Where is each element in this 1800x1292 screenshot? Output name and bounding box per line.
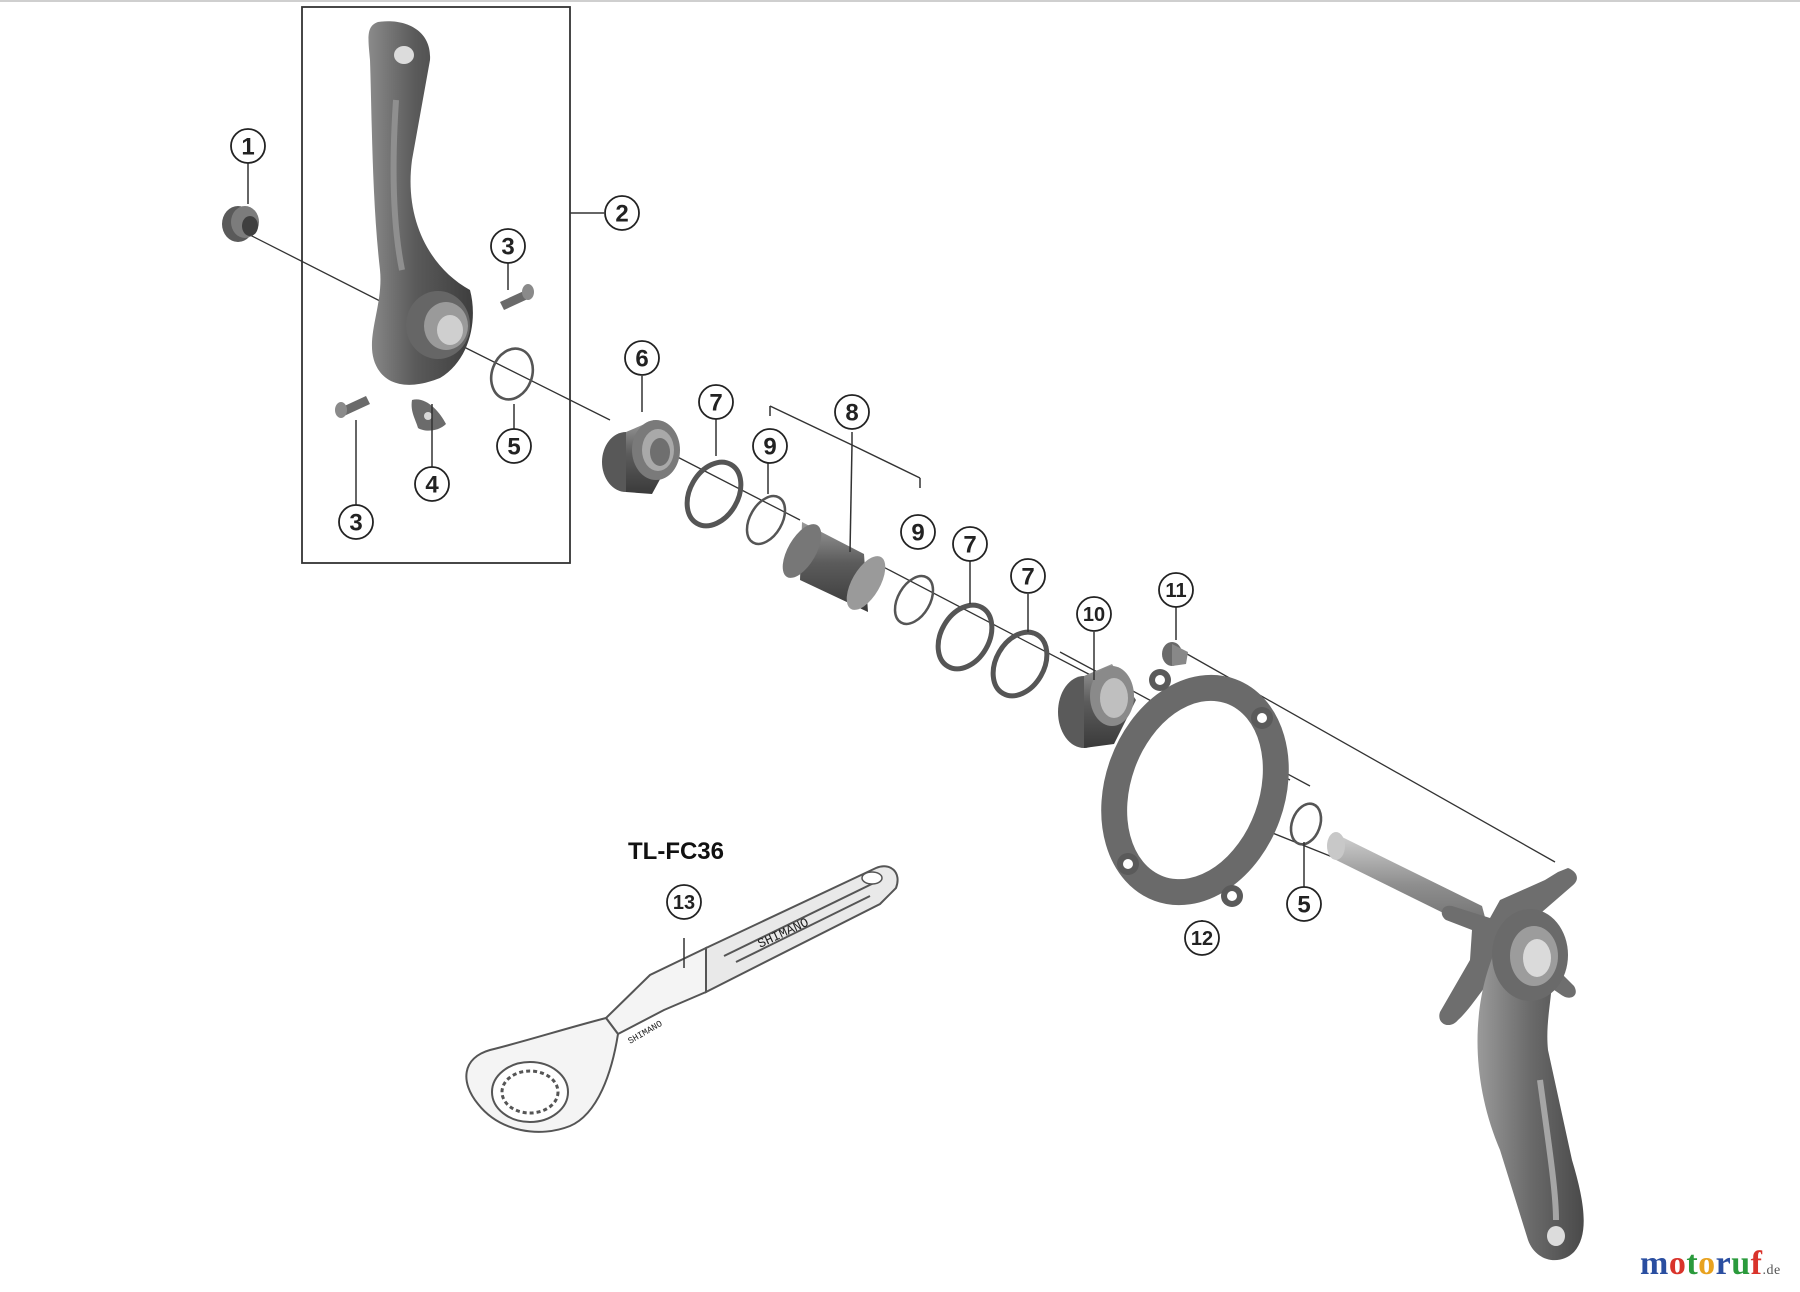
callout-number: 2 [615, 201, 628, 228]
callout-circle [752, 428, 788, 464]
callout-circle [834, 394, 870, 430]
callout-number: 9 [911, 520, 924, 547]
callout-circle [1076, 596, 1112, 632]
callout-c7b: 7 [952, 526, 988, 562]
o-ring-left [489, 347, 535, 401]
callout-c5a: 5 [496, 428, 532, 464]
callout-number: 7 [709, 390, 722, 417]
callout-circle [666, 884, 702, 920]
callout-c6: 6 [624, 340, 660, 376]
chainring [1101, 669, 1289, 907]
callout-number: 5 [1297, 892, 1310, 919]
chainring-bolt [1162, 642, 1188, 666]
right-crank-arm-with-axle [1327, 832, 1584, 1261]
callout-circle [496, 428, 532, 464]
crank-arm-assembly-box [301, 6, 571, 564]
callout-circle [604, 195, 640, 231]
callout-circle [624, 340, 660, 376]
bb-spacer-2 [935, 602, 995, 672]
pinch-bolt-upper [500, 284, 534, 310]
callout-number: 5 [507, 434, 520, 461]
callout-circle [1184, 920, 1220, 956]
callout-c9a: 9 [752, 428, 788, 464]
bb-spacer-1 [684, 459, 744, 529]
callout-c13: 13 [666, 884, 702, 920]
brand-logo[interactable]: motoruf.de [1640, 1245, 1781, 1283]
callout-number: 3 [501, 234, 514, 261]
callout-number: 10 [1083, 604, 1105, 626]
callout-circle [414, 466, 450, 502]
callout-c8: 8 [834, 394, 870, 430]
callout-number: 1 [241, 134, 254, 161]
brand-name: motoruf [1640, 1245, 1763, 1282]
brand-tld: .de [1762, 1263, 1781, 1278]
callout-c10: 10 [1076, 596, 1112, 632]
left-crank-arm [368, 21, 473, 385]
callout-number: 8 [845, 400, 858, 427]
callout-8-bracket [769, 405, 921, 553]
callout-circle [1158, 572, 1194, 608]
callout-c1: 1 [230, 128, 266, 164]
tool-model-label: TL-FC36 [628, 838, 724, 865]
callout-circle [900, 514, 936, 550]
bb-tool-wrench: SHIMANO SHIMANO [465, 865, 899, 1133]
callout-circle [490, 228, 526, 264]
callout-number: 11 [1165, 580, 1186, 602]
callout-c7a: 7 [698, 384, 734, 420]
callout-number: 6 [635, 346, 648, 373]
callout-circle [698, 384, 734, 420]
callout-number: 7 [1021, 564, 1034, 591]
o-ring-right [1289, 802, 1323, 846]
callout-circle [952, 526, 988, 562]
callout-c3b: 3 [338, 504, 374, 540]
callout-c3a: 3 [490, 228, 526, 264]
callout-c11: 11 [1158, 572, 1194, 608]
pinch-bolt-lower [335, 396, 370, 418]
o-ring-9a [745, 494, 787, 546]
left-bb-cup [602, 420, 680, 494]
callout-circle [338, 504, 374, 540]
callout-circle [230, 128, 266, 164]
o-ring-9b [893, 574, 935, 626]
callout-number: 9 [763, 434, 776, 461]
callout-number: 12 [1191, 928, 1213, 950]
callout-circle [1010, 558, 1046, 594]
callout-c12: 12 [1184, 920, 1220, 956]
callout-circle [1286, 886, 1322, 922]
callout-c2: 2 [604, 195, 640, 231]
crank-fixing-bolt [222, 206, 259, 242]
bb-spacer-3 [990, 629, 1050, 699]
callout-number: 7 [963, 532, 976, 559]
inner-cover-sleeve [782, 522, 886, 612]
safety-plate [411, 399, 446, 431]
callout-c5b: 5 [1286, 886, 1322, 922]
callout-leaders [247, 160, 1305, 968]
right-bb-cup [1058, 664, 1136, 748]
callout-c9b: 9 [900, 514, 936, 550]
callout-c7c: 7 [1010, 558, 1046, 594]
callout-c4: 4 [414, 466, 450, 502]
callout-number: 4 [425, 472, 439, 499]
callout-number: 3 [349, 510, 362, 537]
callout-number: 13 [673, 892, 695, 914]
